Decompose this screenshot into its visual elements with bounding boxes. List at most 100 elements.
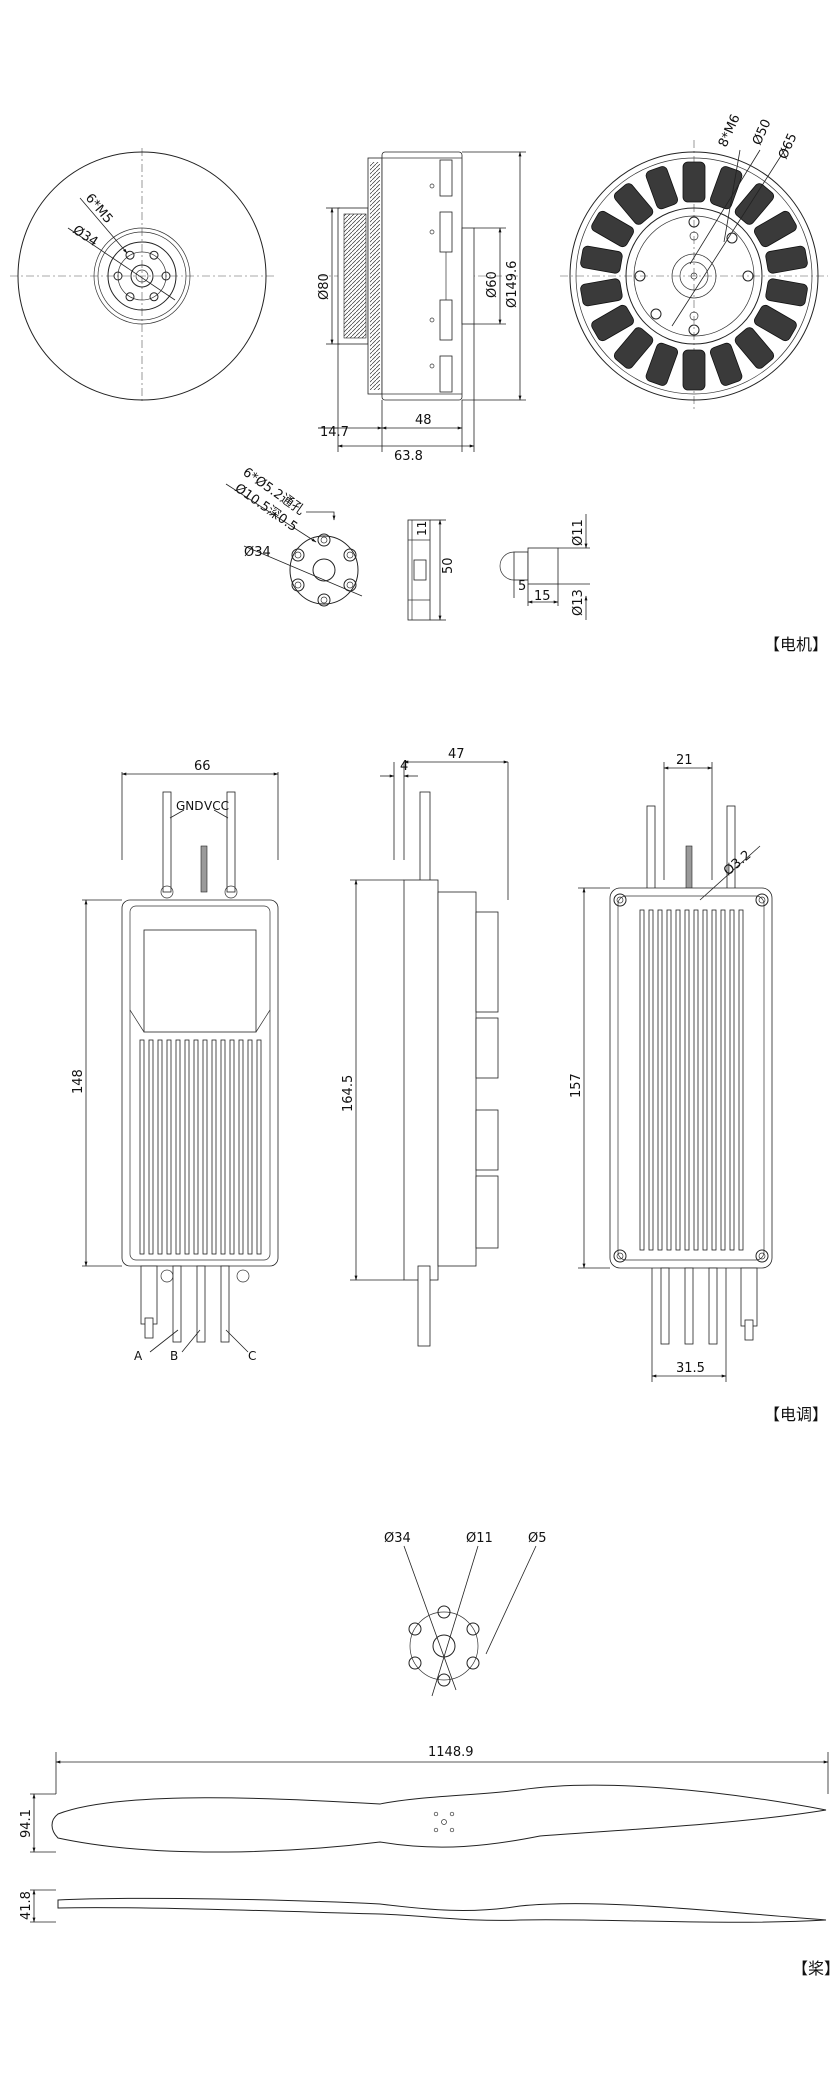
esc-back-hole-spacing-bottom: 31.5 bbox=[676, 1361, 705, 1376]
motor-rear-pcd-diameter: Ø65 bbox=[776, 131, 801, 162]
fin bbox=[229, 1039, 235, 1255]
propeller-chord: 94.1 bbox=[19, 1809, 34, 1838]
esc-side-height: 164.5 bbox=[341, 1075, 356, 1112]
motor-side-housing-diameter: Ø60 bbox=[485, 271, 500, 298]
esc-section: 66 GND VCC 148 A B C bbox=[71, 747, 828, 1424]
shaft-diameter-1: Ø11 bbox=[571, 519, 586, 546]
fin bbox=[256, 1039, 262, 1255]
vent-slot bbox=[682, 161, 706, 203]
propeller-thickness: 41.8 bbox=[19, 1891, 34, 1920]
motor-rear-view: 8*M6 Ø50 Ø65 bbox=[560, 112, 828, 410]
motor-side-view: Ø80 Ø60 Ø149.6 48 14.7 63.8 bbox=[317, 151, 526, 464]
motor-rear-vent-ring bbox=[580, 161, 808, 391]
fin bbox=[211, 1039, 217, 1255]
fin bbox=[238, 1039, 244, 1255]
vent-slot bbox=[709, 342, 743, 386]
propeller-hub-hole: Ø5 bbox=[528, 1531, 547, 1546]
vent-slot bbox=[580, 245, 623, 274]
esc-back-fins bbox=[639, 909, 744, 1251]
esc-phase-b-label: B bbox=[170, 1349, 178, 1363]
motor-rear-holes-label: 8*M6 bbox=[716, 112, 744, 149]
shaft-length-2: 15 bbox=[534, 589, 551, 604]
esc-gnd-label: GND bbox=[176, 799, 204, 813]
vent-slot bbox=[591, 304, 634, 342]
vent-slot bbox=[709, 166, 743, 210]
esc-back-height: 157 bbox=[569, 1073, 584, 1098]
fin bbox=[139, 1039, 145, 1255]
propeller-hub-center: Ø11 bbox=[466, 1531, 493, 1546]
vent-slot bbox=[580, 278, 623, 307]
vent-slot bbox=[754, 304, 797, 342]
motor-side-total-width: 63.8 bbox=[394, 449, 423, 464]
vent-slot bbox=[613, 183, 654, 225]
esc-front-height: 148 bbox=[71, 1069, 86, 1094]
motor-adapter-view: 6*Ø5.2通孔 Ø10.5深0.5 Ø34 50 11 Ø11 Ø13 5 1… bbox=[225, 465, 590, 621]
fin bbox=[639, 909, 645, 1251]
vent-slot bbox=[734, 327, 775, 369]
esc-vcc-label: VCC bbox=[204, 799, 229, 813]
motor-side-rotor-width: 48 bbox=[415, 413, 432, 428]
propeller-length: 1148.9 bbox=[428, 1745, 474, 1760]
fin bbox=[648, 909, 654, 1251]
fin bbox=[666, 909, 672, 1251]
fin bbox=[675, 909, 681, 1251]
shaft-diameter-2: Ø13 bbox=[571, 589, 586, 616]
esc-back-hole-spacing-top: 21 bbox=[676, 753, 693, 768]
esc-front-fins bbox=[139, 1039, 262, 1255]
vent-slot bbox=[754, 210, 797, 248]
esc-back-hole-diameter: Ø3.2 bbox=[721, 848, 754, 879]
propeller-top-view: 1148.9 94.1 bbox=[19, 1745, 829, 1853]
propeller-hub-pcd: Ø34 bbox=[384, 1531, 411, 1546]
fin bbox=[738, 909, 744, 1251]
fin bbox=[202, 1039, 208, 1255]
esc-front-width: 66 bbox=[194, 759, 211, 774]
fin bbox=[702, 909, 708, 1251]
fin bbox=[657, 909, 663, 1251]
esc-back-view: 21 Ø3.2 157 31.5 bbox=[569, 753, 773, 1382]
propeller-hub-view: Ø34 Ø11 Ø5 bbox=[384, 1531, 547, 1697]
propeller-side-view: 41.8 bbox=[19, 1889, 827, 1923]
fin bbox=[166, 1039, 172, 1255]
fin bbox=[729, 909, 735, 1251]
fin bbox=[693, 909, 699, 1251]
fin bbox=[684, 909, 690, 1251]
vent-slot bbox=[765, 245, 808, 274]
fin bbox=[175, 1039, 181, 1255]
propeller-section-label: 【桨】 bbox=[792, 1959, 840, 1978]
adapter-length: 50 bbox=[441, 557, 456, 574]
fin bbox=[711, 909, 717, 1251]
adapter-thickness: 11 bbox=[415, 521, 429, 536]
fin bbox=[720, 909, 726, 1251]
fin bbox=[193, 1039, 199, 1255]
motor-front-hub-diameter: Ø34 bbox=[70, 223, 101, 250]
vent-slot bbox=[645, 342, 679, 386]
esc-side-step: 4 bbox=[400, 759, 408, 774]
esc-side-view: 4 47 164.5 bbox=[341, 747, 509, 1347]
motor-section-label: 【电机】 bbox=[764, 635, 828, 654]
vent-slot bbox=[682, 349, 706, 391]
vent-slot bbox=[613, 327, 654, 369]
shaft-length-1: 5 bbox=[518, 579, 526, 594]
esc-side-depth: 47 bbox=[448, 747, 465, 762]
fin bbox=[220, 1039, 226, 1255]
motor-rear-inner-diameter: Ø50 bbox=[750, 117, 775, 148]
motor-side-shaft-width: 14.7 bbox=[320, 425, 349, 440]
fin bbox=[148, 1039, 154, 1255]
motor-front-holes-label: 6*M5 bbox=[82, 191, 116, 227]
fin bbox=[184, 1039, 190, 1255]
esc-section-label: 【电调】 bbox=[764, 1405, 828, 1424]
motor-side-outer-diameter: Ø149.6 bbox=[505, 261, 520, 308]
vent-slot bbox=[645, 166, 679, 210]
adapter-pcd-diameter: Ø34 bbox=[244, 545, 271, 560]
motor-side-stator-diameter: Ø80 bbox=[317, 273, 332, 300]
fin bbox=[247, 1039, 253, 1255]
esc-phase-a-label: A bbox=[134, 1349, 143, 1363]
esc-phase-c-label: C bbox=[248, 1349, 256, 1363]
esc-front-view: 66 GND VCC 148 A B C bbox=[71, 759, 279, 1363]
vent-slot bbox=[591, 210, 634, 248]
motor-front-view: 6*M5 Ø34 bbox=[10, 148, 275, 402]
propeller-section: Ø34 Ø11 Ø5 1148.9 94.1 41.8 【桨】 bbox=[19, 1531, 840, 1978]
vent-slot bbox=[765, 278, 808, 307]
fin bbox=[157, 1039, 163, 1255]
